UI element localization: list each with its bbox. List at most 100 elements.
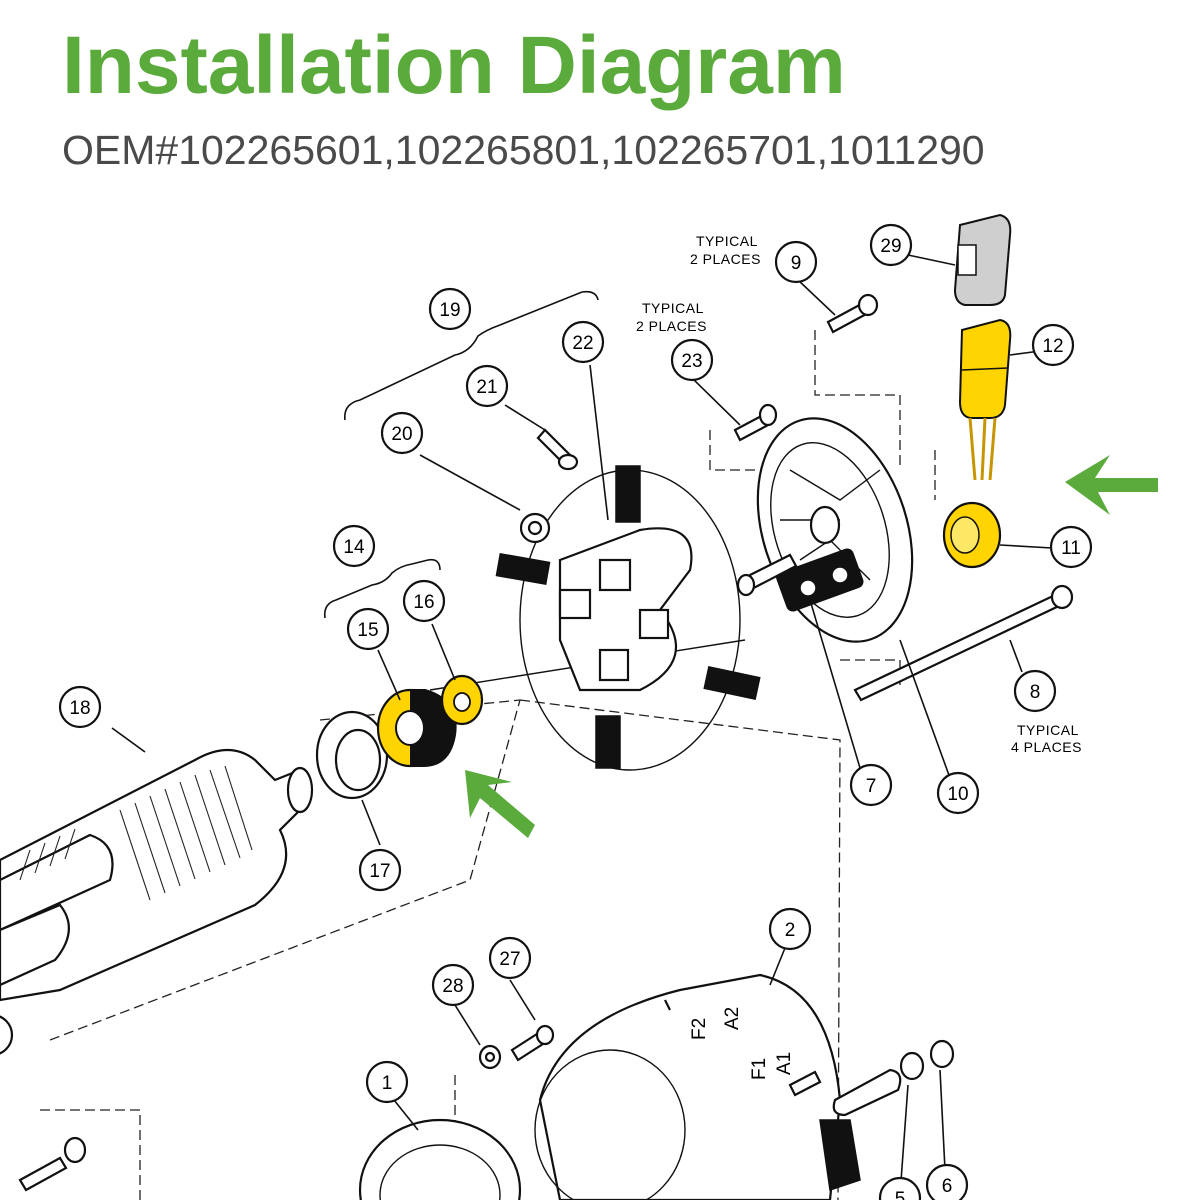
grommet-highlighted xyxy=(942,501,1002,569)
label-f2: F2 xyxy=(689,1018,710,1040)
lower-bolt xyxy=(18,1136,87,1192)
callout-number: 14 xyxy=(343,537,365,558)
callout-circle xyxy=(488,936,532,980)
callout-15: 15 xyxy=(346,607,390,651)
callout-17: 17 xyxy=(358,848,402,892)
screw-9 xyxy=(826,293,879,334)
callout-29: 29 xyxy=(869,223,913,267)
page-title: Installation Diagram xyxy=(62,20,846,111)
callout-27: 27 xyxy=(488,936,532,980)
callout-number: 29 xyxy=(880,236,901,257)
callout-circle xyxy=(365,1060,409,1104)
leader-lines xyxy=(111,254,1053,1196)
callout-number: 22 xyxy=(572,333,593,354)
callout-2: 2 xyxy=(768,907,812,951)
callout-number: 15 xyxy=(357,620,378,641)
note-typical-23-line2: 2 PLACES xyxy=(636,318,707,334)
assembly-brackets xyxy=(323,290,599,619)
callout-circle xyxy=(768,907,812,951)
motor-housing xyxy=(534,973,861,1200)
note-typical-8-line1: TYPICAL xyxy=(1017,722,1079,738)
callout-number: 11 xyxy=(1061,538,1081,559)
callout-circle xyxy=(1031,323,1075,367)
typical-notes: TYPICAL 2 PLACES TYPICAL 2 PLACES TYPICA… xyxy=(636,233,1082,755)
callout-circle xyxy=(1049,525,1093,569)
callout-number: 5 xyxy=(895,1189,906,1200)
connector-housing xyxy=(953,213,1012,306)
callout-number: 23 xyxy=(681,351,702,372)
callout-number: 19 xyxy=(439,300,460,321)
callout-19: 19 xyxy=(428,287,472,331)
bearing-highlighted xyxy=(376,688,457,768)
callout-circle xyxy=(670,338,714,382)
callout-12: 12 xyxy=(1031,323,1075,367)
callout-number: 27 xyxy=(499,949,520,970)
callout-circle xyxy=(380,411,424,455)
armature xyxy=(0,749,314,1002)
callout-circle xyxy=(431,963,475,1007)
label-a1: A1 xyxy=(774,1052,795,1075)
callout-number: 7 xyxy=(866,776,877,797)
terminal-hardware xyxy=(788,1039,955,1117)
callout-10: 10 xyxy=(936,771,980,815)
terminal-block xyxy=(776,548,864,612)
callout-1: 1 xyxy=(365,1060,409,1104)
terminal-stud xyxy=(736,553,798,597)
callout-5: 5 xyxy=(878,1176,922,1200)
callout-circle xyxy=(561,320,605,364)
callout-18: 18 xyxy=(58,685,102,729)
note-typical-23-line1: TYPICAL xyxy=(642,300,704,316)
callout-21: 21 xyxy=(465,364,509,408)
callout-circle xyxy=(849,763,893,807)
callout-8: 8 xyxy=(1013,669,1057,713)
end-cap xyxy=(756,417,914,643)
callout-number: 18 xyxy=(69,698,90,719)
callout-circle xyxy=(332,524,376,568)
callout-circle xyxy=(428,287,472,331)
callout-number: 8 xyxy=(1030,682,1041,703)
label-f1: F1 xyxy=(749,1058,770,1080)
screw-27 xyxy=(510,1024,555,1062)
callout-number: 16 xyxy=(413,592,434,613)
callout-number: 2 xyxy=(785,920,796,941)
callout-14: 14 xyxy=(332,524,376,568)
end-bell xyxy=(358,1118,522,1200)
callout-circle xyxy=(358,848,402,892)
connector-highlighted xyxy=(958,318,1012,481)
callout-number: 20 xyxy=(391,424,412,445)
callout-28: 28 xyxy=(431,963,475,1007)
callout-number: 12 xyxy=(1042,336,1063,357)
callout-circle xyxy=(58,685,102,729)
callout-number: 28 xyxy=(442,976,463,997)
washer-28 xyxy=(478,1044,502,1070)
callout-circle xyxy=(465,364,509,408)
note-typical-8-line2: 4 PLACES xyxy=(1011,739,1082,755)
callout-number: 6 xyxy=(942,1176,953,1197)
callout-22: 22 xyxy=(561,320,605,364)
callout-9: 9 xyxy=(774,240,818,284)
note-typical-9-line1: TYPICAL xyxy=(696,233,758,249)
callout-11: 11 xyxy=(1049,525,1093,569)
callout-circle xyxy=(869,223,913,267)
oem-part-numbers: OEM#102265601,102265801,102265701,101129… xyxy=(62,127,985,173)
screw-21 xyxy=(536,428,579,471)
retaining-ring xyxy=(315,710,389,800)
green-arrow-icon xyxy=(1065,455,1158,515)
callout-number: 1 xyxy=(382,1073,393,1094)
callout-23: 23 xyxy=(670,338,714,382)
callout-20: 20 xyxy=(380,411,424,455)
screw-23 xyxy=(733,403,778,442)
through-bolt xyxy=(853,584,1074,702)
callout-circle xyxy=(346,607,390,651)
callout-number: 10 xyxy=(947,784,968,805)
callout-circle xyxy=(878,1176,922,1200)
callout-circle xyxy=(774,240,818,284)
callout-circle xyxy=(402,579,446,623)
callout-7: 7 xyxy=(849,763,893,807)
callout-16: 16 xyxy=(402,579,446,623)
note-typical-9-line2: 2 PLACES xyxy=(690,251,761,267)
callout-partial-left xyxy=(0,1015,14,1055)
callout-number: 21 xyxy=(476,377,497,398)
